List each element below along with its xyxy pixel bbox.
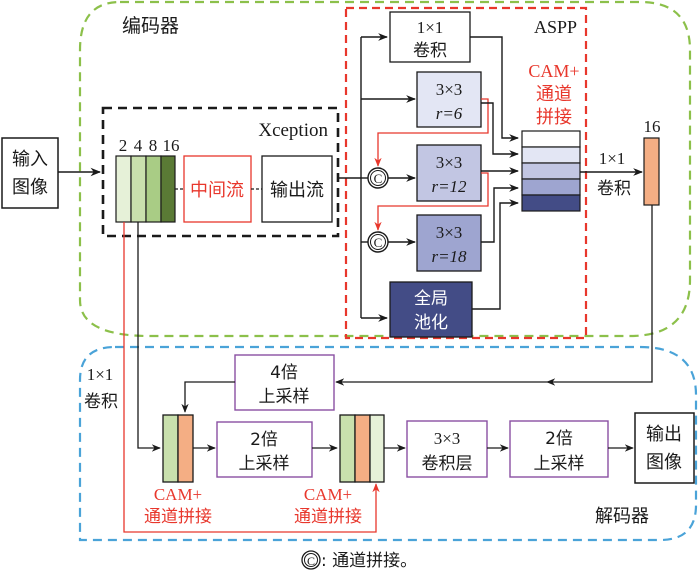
conv1x1-box (389, 11, 471, 63)
upsample4-box (234, 354, 335, 411)
upsample2b-box (509, 420, 609, 478)
side-conv-line1: 1×1 (87, 365, 114, 384)
cam-line-r6-to-c1 (374, 98, 489, 167)
stride-label-2: 2 (119, 136, 128, 155)
aspp-concat-label-line2: 通道 (536, 84, 572, 105)
conv1x1-line2: 卷积 (413, 41, 447, 61)
concat1-green (162, 414, 179, 483)
middle-flow-box (183, 155, 252, 223)
concat-symbol: C (374, 171, 383, 186)
output-stride-label: 16 (644, 117, 661, 136)
conv3x3-box (406, 420, 488, 478)
aspp-concat-label-line1: CAM+ (528, 61, 579, 81)
cam-line-r12-to-c2 (374, 172, 489, 231)
concat1-label-line2: 通道拼接 (144, 507, 212, 527)
arrow-upsample4-to-concat1 (181, 381, 235, 413)
concat2-orange (354, 414, 371, 483)
concat-node-1: C (367, 167, 389, 189)
skip-line-stride2-red (123, 222, 380, 533)
entry-flow-stack (115, 155, 176, 223)
stride-label-4: 4 (134, 136, 143, 155)
stack-layer-5 (521, 194, 581, 212)
concat2-lightgreen (369, 414, 385, 483)
xception-region (101, 106, 340, 238)
stride-block-16 (160, 155, 176, 223)
concat2-label-line2: 通道拼接 (294, 507, 362, 527)
legend-symbol: C (307, 554, 315, 568)
global-pool-box (389, 281, 473, 338)
aspp-concat-stack (521, 130, 581, 212)
line-r18-to-stack (481, 184, 519, 243)
exit-flow-box (261, 155, 333, 223)
exit-flow-label: 输出流 (270, 180, 324, 201)
atrous-r18-box (416, 214, 482, 272)
legend: C : 通道拼接。 (301, 550, 417, 571)
middle-flow-label: 中间流 (190, 180, 244, 201)
stack-layer-2 (521, 146, 581, 164)
atrous-r12-box (416, 144, 482, 202)
upsample2b-line1: 2倍 (545, 429, 573, 449)
concat2-green (339, 414, 356, 483)
stride-label-8: 8 (149, 136, 158, 155)
encoder-region (78, 0, 692, 338)
input-label-line2: 图像 (12, 177, 48, 198)
stack-layer-4 (521, 178, 581, 196)
skip-line-stride4 (137, 222, 161, 452)
line-conv1x1-to-stack (470, 36, 519, 142)
atrous-r18-line1: 3×3 (436, 223, 463, 242)
global-pool-line2: 池化 (414, 313, 448, 333)
concat1-orange (177, 414, 194, 483)
xception-label: Xception (258, 120, 328, 141)
encoder-output-feature (643, 137, 660, 206)
concat-node-2: C (367, 231, 389, 253)
atrous-r6-box (416, 71, 482, 128)
stride-block-4 (130, 155, 147, 223)
concat-symbol: C (374, 235, 383, 250)
aspp-trunk (338, 37, 362, 318)
post-conv-line2: 卷积 (597, 179, 631, 199)
atrous-r6-line2: r=6 (436, 104, 463, 123)
line-pool-to-stack (472, 199, 519, 310)
decoder-region (78, 345, 698, 542)
atrous-r18-line2: r=18 (431, 247, 467, 266)
aspp-region (344, 6, 588, 340)
stride-block-2 (115, 155, 132, 223)
decoder-label: 解码器 (595, 506, 649, 527)
atrous-r12-line2: r=12 (431, 177, 467, 196)
output-label-line2: 图像 (646, 452, 682, 473)
input-label-line1: 输入 (12, 149, 48, 170)
stack-layer-3 (521, 162, 581, 180)
decoder-concat-2 (339, 414, 385, 483)
output-label-line1: 输出 (646, 424, 682, 445)
post-conv-line1: 1×1 (599, 149, 626, 168)
upsample2a-box (216, 421, 313, 478)
stride-block-8 (145, 155, 162, 223)
decoder-concat-1 (162, 414, 194, 483)
upsample2b-line2: 上采样 (534, 454, 585, 474)
side-conv-line2: 卷积 (84, 392, 118, 412)
conv3x3-line1: 3×3 (434, 429, 461, 448)
atrous-r12-line1: 3×3 (436, 153, 463, 172)
encoder-label: 编码器 (122, 15, 179, 37)
conv3x3-line2: 卷积层 (422, 454, 473, 474)
atrous-r6-line1: 3×3 (436, 80, 463, 99)
output-image-box (634, 412, 695, 484)
input-image-box (1, 137, 59, 209)
concat1-label-line1: CAM+ (154, 485, 202, 504)
upsample2a-line1: 2倍 (250, 430, 278, 450)
stack-layer-1 (521, 130, 581, 148)
conv1x1-line1: 1×1 (417, 18, 444, 37)
aspp-label: ASPP (534, 17, 577, 37)
aspp-concat-label-line3: 拼接 (536, 107, 572, 128)
stride-label-16: 16 (163, 136, 180, 155)
concat2-label-line1: CAM+ (304, 485, 352, 504)
line-encoder-to-upsample4 (546, 205, 653, 386)
upsample4-line1: 4倍 (270, 363, 298, 383)
upsample4-line2: 上采样 (259, 387, 310, 407)
upsample2a-line2: 上采样 (239, 454, 290, 474)
legend-text: : 通道拼接。 (321, 551, 417, 571)
global-pool-line1: 全局 (414, 289, 448, 309)
line-r6-to-stack (481, 102, 519, 158)
